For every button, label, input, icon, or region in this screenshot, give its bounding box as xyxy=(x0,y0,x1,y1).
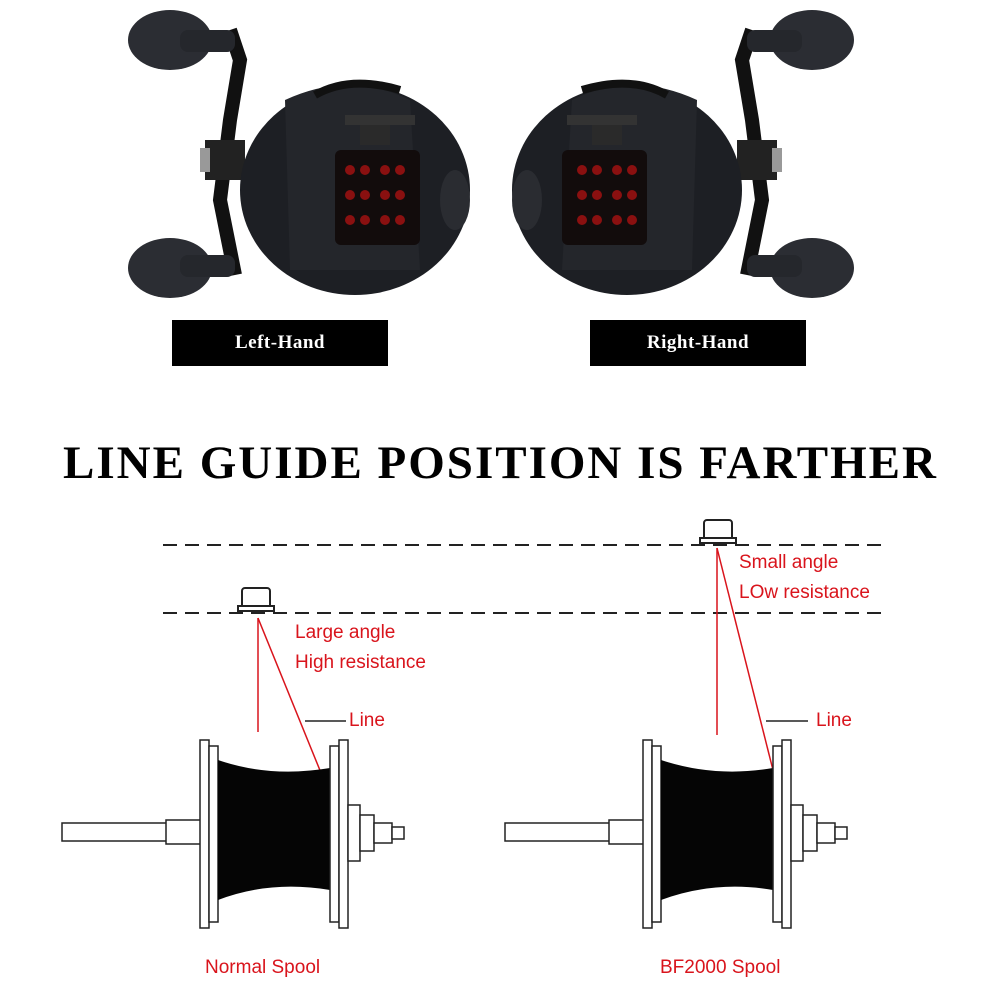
right-hand-reel-image xyxy=(512,0,872,310)
normal-line-label: Line xyxy=(349,710,385,731)
normal-line-guide xyxy=(237,587,275,612)
bf2000-angled-line xyxy=(716,547,776,779)
normal-angle-text: Large angle xyxy=(295,622,396,643)
left-hand-label: Left-Hand xyxy=(172,320,388,366)
bf2000-resistance-text: LOw resistance xyxy=(739,582,870,603)
bf2000-line-label: Line xyxy=(816,710,852,731)
bf2000-line-guide xyxy=(699,519,737,544)
bf2000-spool-label: BF2000 Spool xyxy=(660,957,781,978)
headline: LINE GUIDE POSITION IS FARTHER xyxy=(63,437,938,489)
right-hand-label: Right-Hand xyxy=(590,320,806,366)
normal-angled-line xyxy=(257,617,331,796)
bf2000-spool xyxy=(504,739,848,929)
bf2000-angle-text: Small angle xyxy=(739,552,839,573)
normal-spool xyxy=(61,739,405,929)
normal-resistance-text: High resistance xyxy=(295,652,426,673)
left-hand-reel-image xyxy=(110,0,470,310)
normal-spool-label: Normal Spool xyxy=(205,957,321,978)
